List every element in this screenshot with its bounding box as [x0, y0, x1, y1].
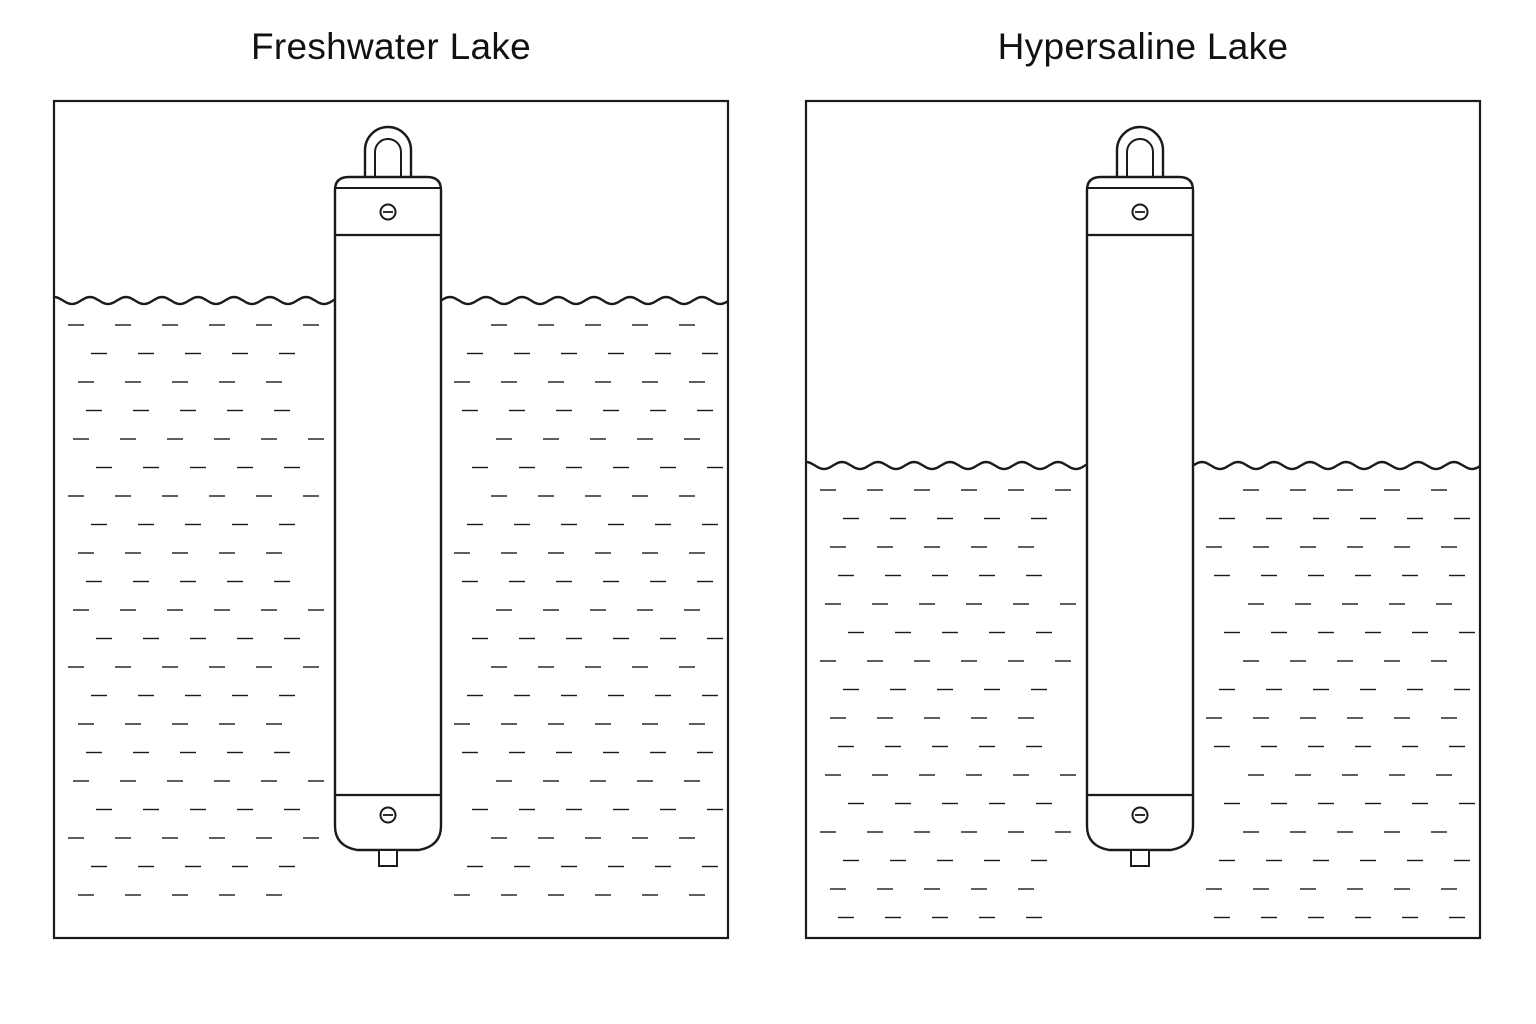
freshwater-panel	[52, 99, 730, 940]
float-loop-handle-outer	[1115, 125, 1165, 177]
freshwater-panel-title: Freshwater Lake	[250, 26, 532, 67]
hypersaline-panel	[804, 99, 1482, 940]
freshwater-water	[68, 324, 723, 896]
freshwater-frame	[52, 99, 730, 940]
float-loop-handle-inner	[374, 138, 402, 177]
float-loop-handle-inner	[1126, 138, 1154, 177]
hypersaline-panel-title: Hypersaline Lake	[997, 26, 1289, 67]
hypersaline-frame	[804, 99, 1482, 940]
float-bottom-nub	[1130, 849, 1150, 867]
float-bottom-nub	[378, 849, 398, 867]
float-loop-handle-outer	[363, 125, 413, 177]
float-body	[1085, 175, 1195, 852]
float-body	[333, 175, 443, 852]
hypersaline-water	[820, 489, 1475, 919]
freshwater-float-icon	[333, 125, 443, 867]
hypersaline-float-icon	[1085, 125, 1195, 867]
